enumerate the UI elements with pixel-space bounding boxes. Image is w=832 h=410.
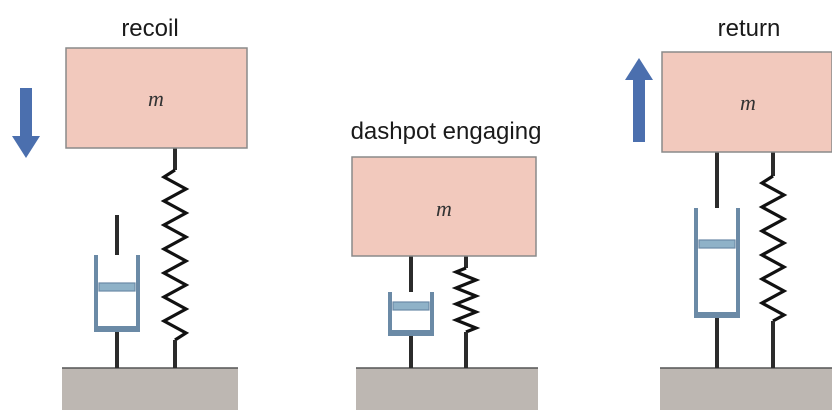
dashpot-piston (392, 301, 430, 311)
ground (356, 368, 538, 410)
panel-title-dashpot-engaging: dashpot engaging (351, 118, 542, 145)
panel-return: return m (625, 15, 832, 410)
ground (660, 368, 832, 410)
panel-title-recoil: recoil (121, 15, 178, 42)
mass-block: m (351, 156, 537, 257)
mass-block: m (661, 51, 832, 153)
mass-label: m (436, 196, 452, 221)
down-arrow-icon (12, 88, 40, 158)
spring (451, 256, 481, 368)
spring (160, 148, 190, 368)
panel-title-return: return (718, 15, 781, 42)
panel-dashpot-engaging: dashpot engaging m (351, 118, 542, 410)
spring (758, 152, 788, 368)
dashpot (694, 152, 740, 368)
dashpot (94, 215, 140, 368)
panel-recoil: recoil m (12, 15, 248, 410)
dashpot-piston (698, 239, 736, 249)
mass-label: m (740, 90, 756, 115)
dashpot-piston (98, 282, 136, 292)
dashpot (388, 256, 434, 368)
mass-label: m (148, 86, 164, 111)
up-arrow-icon (625, 58, 653, 142)
mass-block: m (65, 47, 248, 149)
ground (62, 368, 238, 410)
